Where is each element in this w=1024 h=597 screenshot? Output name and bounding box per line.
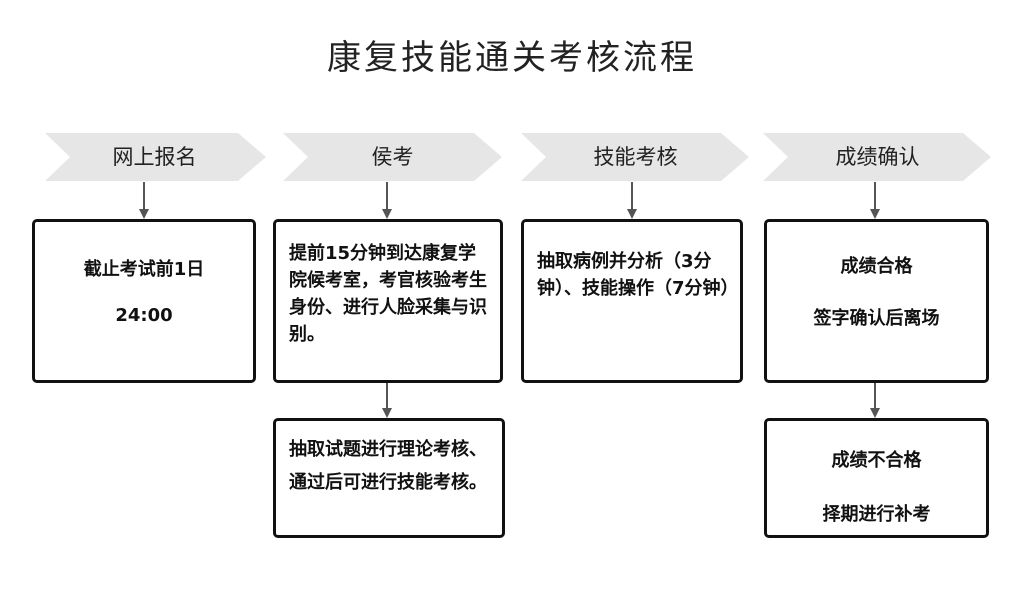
step-chevron-confirm	[763, 133, 991, 181]
skill-exam-text: 抽取病例并分析（3分钟）、技能操作（7分钟）	[537, 251, 739, 299]
step-label-skill: 技能考核	[593, 145, 678, 169]
waiting-instructions-box: 提前15分钟到达康复学院候考室，考官核验考生身份、进行人脸采集与识别。	[273, 219, 503, 383]
page-title: 康复技能通关考核流程	[327, 38, 697, 78]
registration-deadline-time: 24:00	[115, 305, 173, 326]
step-chevron-skill	[521, 133, 749, 181]
result-pass-box: 成绩合格 签字确认后离场	[764, 219, 989, 383]
step-chevron-waiting	[283, 133, 502, 181]
step-chevron-registration	[45, 133, 266, 181]
theory-exam-box: 抽取试题进行理论考核、通过后可进行技能考核。	[273, 418, 505, 538]
step-label-confirm: 成绩确认	[835, 145, 920, 169]
step-label-waiting: 侯考	[371, 145, 414, 169]
result-fail-title: 成绩不合格	[831, 450, 922, 471]
waiting-instructions-text: 提前15分钟到达康复学院候考室，考官核验考生身份、进行人脸采集与识别。	[289, 243, 487, 345]
skill-exam-box: 抽取病例并分析（3分钟）、技能操作（7分钟）	[521, 219, 743, 383]
result-fail-instruction: 择期进行补考	[822, 504, 931, 525]
result-pass-title: 成绩合格	[840, 256, 913, 277]
result-fail-box: 成绩不合格 择期进行补考	[764, 418, 989, 538]
registration-deadline-text: 截止考试前1日	[83, 259, 205, 280]
theory-exam-text: 抽取试题进行理论考核、通过后可进行技能考核。	[289, 439, 487, 493]
result-pass-instruction: 签字确认后离场	[813, 308, 940, 329]
registration-deadline-box: 截止考试前1日 24:00	[32, 219, 256, 383]
step-label-registration: 网上报名	[112, 145, 197, 169]
